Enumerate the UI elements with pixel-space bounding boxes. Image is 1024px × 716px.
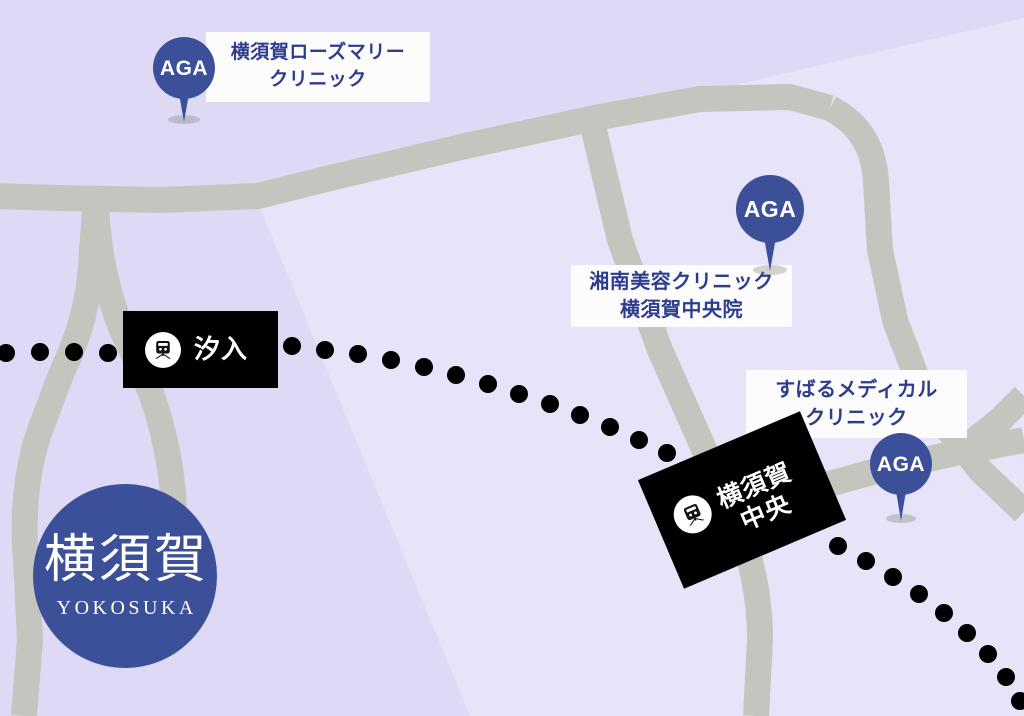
road-ew-main	[0, 84, 834, 213]
train-icon	[145, 331, 181, 368]
clinic-label-line2: クリニック	[805, 407, 908, 429]
pin-circle: AGA	[870, 433, 932, 495]
train-icon	[667, 489, 718, 540]
pin-badge-text: AGA	[876, 452, 926, 476]
clinic-label-line1: 湘南美容クリニック	[589, 270, 774, 293]
pin-badge-text: AGA	[743, 195, 797, 222]
road-far-right	[951, 386, 1024, 463]
region-badge-kanji: 横須賀	[43, 531, 209, 589]
station-shioiri[interactable]: 汐入	[123, 311, 278, 388]
region-badge-yokosuka: 横須賀 YOKOSUKA	[33, 484, 217, 668]
station-yokosuka-chuo[interactable]: 横須賀 中央	[637, 411, 847, 589]
railway-dotted-line	[0, 337, 1024, 710]
pin-circle: AGA	[153, 37, 215, 99]
station-name: 横須賀 中央	[713, 458, 807, 541]
clinic-label-line2: 横須賀中央院	[620, 299, 743, 321]
station-name: 汐入	[194, 333, 249, 365]
clinic-label-line1: 横須賀ローズマリー	[230, 42, 406, 64]
road-ne-curve	[823, 96, 1024, 522]
station-name-line1: 汐入	[194, 333, 249, 364]
clinic-label-shonan-beauty[interactable]: 湘南美容クリニック 横須賀中央院	[571, 265, 792, 327]
pin-badge-text: AGA	[159, 56, 209, 80]
road-sw-curve	[11, 198, 109, 716]
clinic-label-line1: すばるメディカル	[775, 378, 938, 401]
pin-circle: AGA	[736, 175, 804, 243]
road-junction-spur	[83, 204, 188, 541]
clinic-label-line2: クリニック	[269, 69, 367, 90]
clinic-label-yokosuka-rosemary[interactable]: 横須賀ローズマリー クリニック	[206, 32, 430, 102]
region-badge-romaji: YOKOSUKA	[56, 596, 197, 619]
